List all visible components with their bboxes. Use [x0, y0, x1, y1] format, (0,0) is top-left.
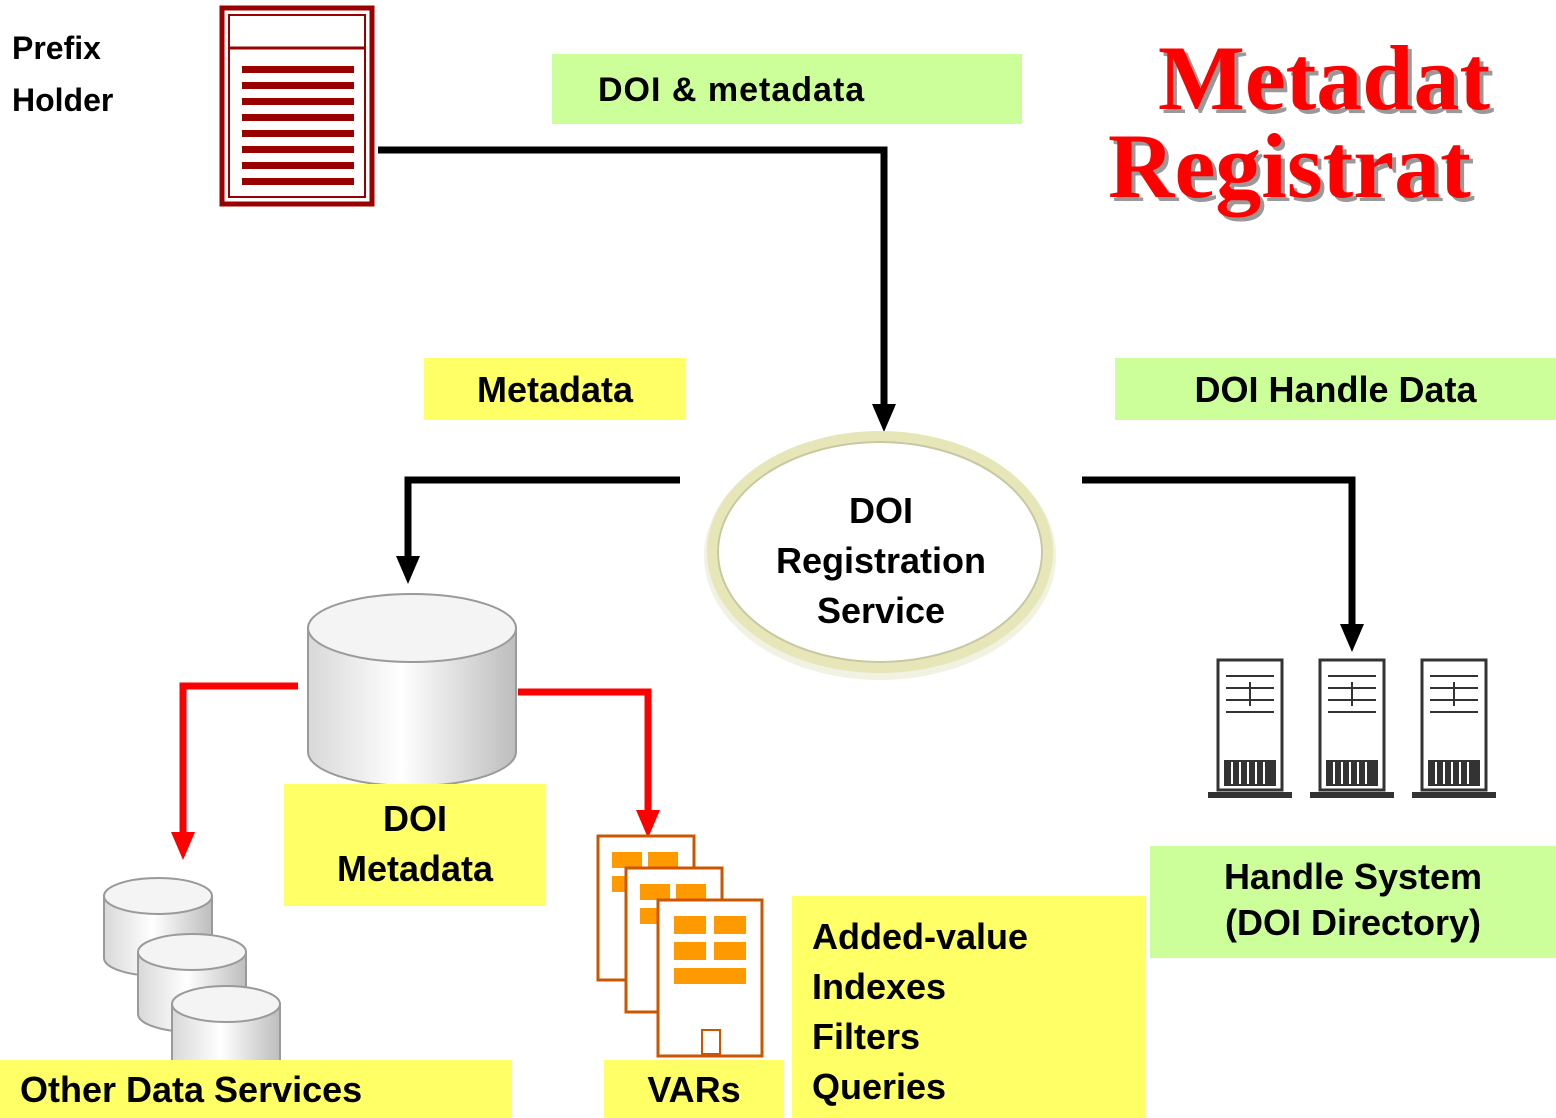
doi-metadata-flow-label: DOI & metadata: [552, 54, 1022, 124]
doi-handle-data-label: DOI Handle Data: [1115, 358, 1556, 420]
title-line-2: Registrat: [1108, 115, 1471, 217]
arrow-service-to-metadata: [404, 476, 680, 560]
registration-service-line-2: Registration: [775, 540, 987, 581]
doi-metadata-store-line-1: DOI: [382, 798, 447, 839]
database-icon: [307, 593, 517, 787]
arrowhead-service: [872, 404, 896, 432]
vars-label: VARs: [604, 1060, 784, 1118]
added-value-line-2: Indexes: [812, 966, 947, 1007]
handle-system-line-2: (DOI Directory): [1224, 902, 1482, 943]
prefix-holder-label: Prefix Holder: [12, 22, 113, 126]
arrowhead-metadata: [396, 556, 420, 584]
red-arrow-to-other-services: [179, 682, 298, 836]
prefix-holder-line-2: Holder: [12, 82, 114, 118]
registration-service-line-3: Service: [816, 590, 946, 631]
red-arrow-to-vars: [518, 688, 652, 814]
other-data-services-label: Other Data Services: [0, 1060, 512, 1118]
database-stack-icon: [103, 877, 281, 1085]
registration-service-ellipse: [704, 431, 1056, 680]
server-rack-icon: [1208, 658, 1496, 798]
arrow-service-to-handle: [1082, 476, 1356, 628]
handle-system-line-1: Handle System: [1223, 856, 1483, 897]
red-arrowhead-other: [171, 832, 195, 860]
doi-metadata-flow-text: DOI & metadata: [598, 71, 866, 109]
document-stack-icon: [596, 834, 764, 1058]
metadata-flow-label: Metadata: [424, 358, 686, 420]
prefix-holder-line-1: Prefix: [12, 30, 101, 66]
arrowhead-handle: [1340, 624, 1364, 652]
handle-system-label: Handle System (DOI Directory): [1150, 846, 1556, 958]
registration-service-label: DOI Registration Service: [714, 486, 1048, 636]
added-value-line-3: Filters: [812, 1016, 921, 1057]
title-line-1: Metadat: [1158, 27, 1491, 129]
document-icon: [219, 5, 375, 207]
added-value-line-1: Added-value: [812, 916, 1029, 957]
registration-service-line-1: DOI: [848, 490, 913, 531]
red-arrowhead-vars: [636, 810, 660, 838]
arrow-prefix-to-service: [378, 146, 888, 410]
doi-metadata-store-label: DOI Metadata: [284, 784, 546, 906]
added-value-line-4: Queries: [812, 1066, 947, 1107]
doi-metadata-store-line-2: Metadata: [336, 848, 494, 889]
added-value-label: Added-value Indexes Filters Queries: [792, 896, 1146, 1118]
